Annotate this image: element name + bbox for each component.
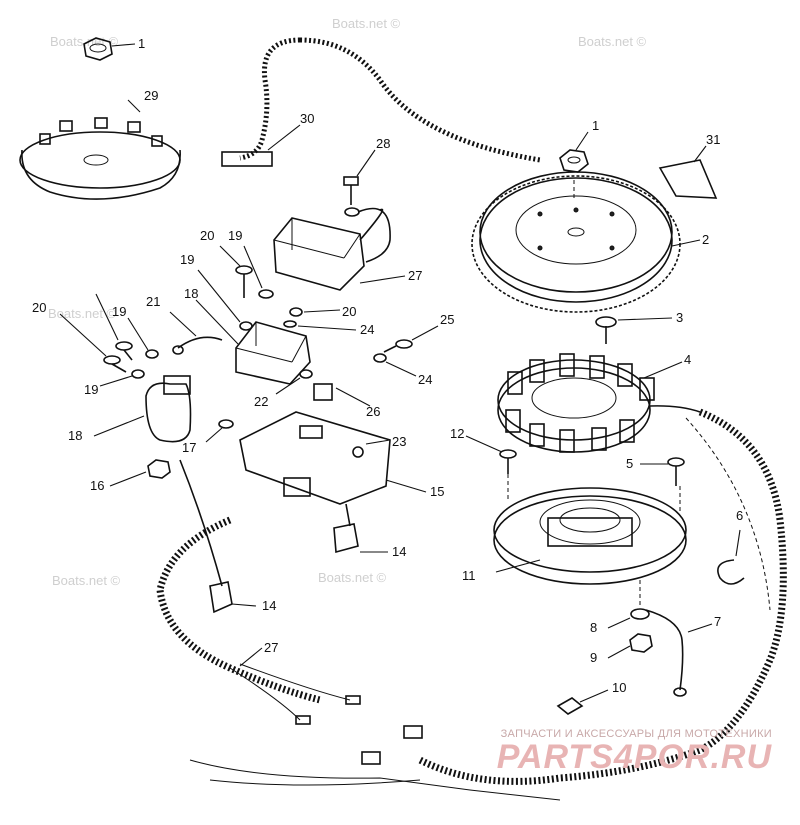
screw-part [59, 313, 127, 373]
washer-part [205, 419, 234, 443]
washer-part [283, 320, 357, 331]
callout-label: 17 [182, 440, 196, 455]
callout-label: 4 [684, 352, 691, 367]
terminal-block-part [313, 383, 371, 407]
watermark: Boats.net © [50, 34, 119, 49]
watermark: Boats.net © [318, 570, 387, 585]
washer-part [127, 317, 159, 359]
brand-watermark: ЗАПЧАСТИ И АКСЕССУАРЫ ДЛЯ МОТОТЕХНИКИ PA… [497, 728, 772, 774]
callout-label: 25 [440, 312, 454, 327]
retaining-ring-part [717, 529, 745, 585]
flywheel-nut-part [559, 131, 589, 173]
callout-label: 27 [264, 640, 278, 655]
label-decal-part [658, 145, 718, 199]
callout-label: 14 [392, 544, 406, 559]
callout-label: 27 [408, 268, 422, 283]
callout-label: 14 [262, 598, 276, 613]
watermark: Boats.net © [52, 573, 121, 588]
callout-label: 16 [90, 478, 104, 493]
callout-label: 29 [144, 88, 158, 103]
callout-label: 31 [706, 132, 720, 147]
rectifier-part [273, 207, 406, 291]
watermark: Boats.net © [48, 306, 117, 321]
callout-label: 15 [430, 484, 444, 499]
nut-part [83, 37, 136, 61]
callout-label: 6 [736, 508, 743, 523]
ground-strap-part [221, 37, 541, 167]
ignition-coil-part [195, 299, 311, 385]
spark-plug-wire-part [333, 503, 388, 554]
washer-part [99, 369, 145, 387]
callout-label: 20 [32, 300, 46, 315]
callout-label: 18 [68, 428, 82, 443]
watermark: Boats.net © [578, 34, 647, 49]
callout-label: 26 [366, 404, 380, 419]
ignition-coil-part [93, 375, 192, 443]
callout-label: 7 [714, 614, 721, 629]
callout-label: 8 [590, 620, 597, 635]
flywheel-cup-part [19, 99, 181, 200]
brand-tagline: ЗАПЧАСТИ И АКСЕССУАРЫ ДЛЯ МОТОТЕХНИКИ [500, 728, 772, 740]
nut-part [607, 633, 653, 659]
callout-label: 21 [146, 294, 160, 309]
stator-part [497, 353, 701, 453]
screw-part [343, 149, 376, 217]
callout-label: 22 [254, 394, 268, 409]
washer-part [373, 353, 417, 377]
screw-part [95, 293, 133, 361]
trigger-plate-part [493, 487, 687, 585]
callout-label: 10 [612, 680, 626, 695]
callout-label: 1 [138, 36, 145, 51]
watermark: Boats.net © [332, 16, 401, 31]
clip-part [556, 689, 609, 715]
callout-label: 12 [450, 426, 464, 441]
callout-label: 1 [592, 118, 599, 133]
callout-label: 19 [84, 382, 98, 397]
lead-wire-part [645, 609, 713, 697]
flywheel-part [471, 171, 701, 313]
callout-label: 28 [376, 136, 390, 151]
mounting-bracket-part [239, 411, 427, 505]
callout-label: 2 [702, 232, 709, 247]
callout-label: 11 [462, 568, 476, 583]
washer-part [607, 608, 650, 629]
callout-label: 20 [342, 304, 356, 319]
callout-label: 9 [590, 650, 597, 665]
nut-part [275, 369, 313, 395]
screw-part [219, 245, 253, 298]
washer-part [243, 245, 274, 299]
nut-part [109, 459, 171, 487]
lead-wire-part [169, 311, 223, 355]
screw-part [640, 457, 685, 486]
brand-logo: PARTS4POR.RU [496, 738, 772, 776]
callout-label: 19 [112, 304, 126, 319]
callout-label: 30 [300, 111, 314, 126]
callout-label: 5 [626, 456, 633, 471]
callout-label: 20 [200, 228, 214, 243]
callout-label: 19 [228, 228, 242, 243]
screw-part [595, 316, 673, 344]
spark-plug-wire-part [179, 459, 257, 614]
callout-label: 3 [676, 310, 683, 325]
callout-label: 24 [360, 322, 374, 337]
callout-label: 24 [418, 372, 432, 387]
screw-part [383, 325, 439, 353]
callout-label: 19 [180, 252, 194, 267]
screw-part [289, 307, 341, 317]
callout-label: 18 [184, 286, 198, 301]
callout-label: 23 [392, 434, 406, 449]
screw-part [465, 435, 517, 474]
